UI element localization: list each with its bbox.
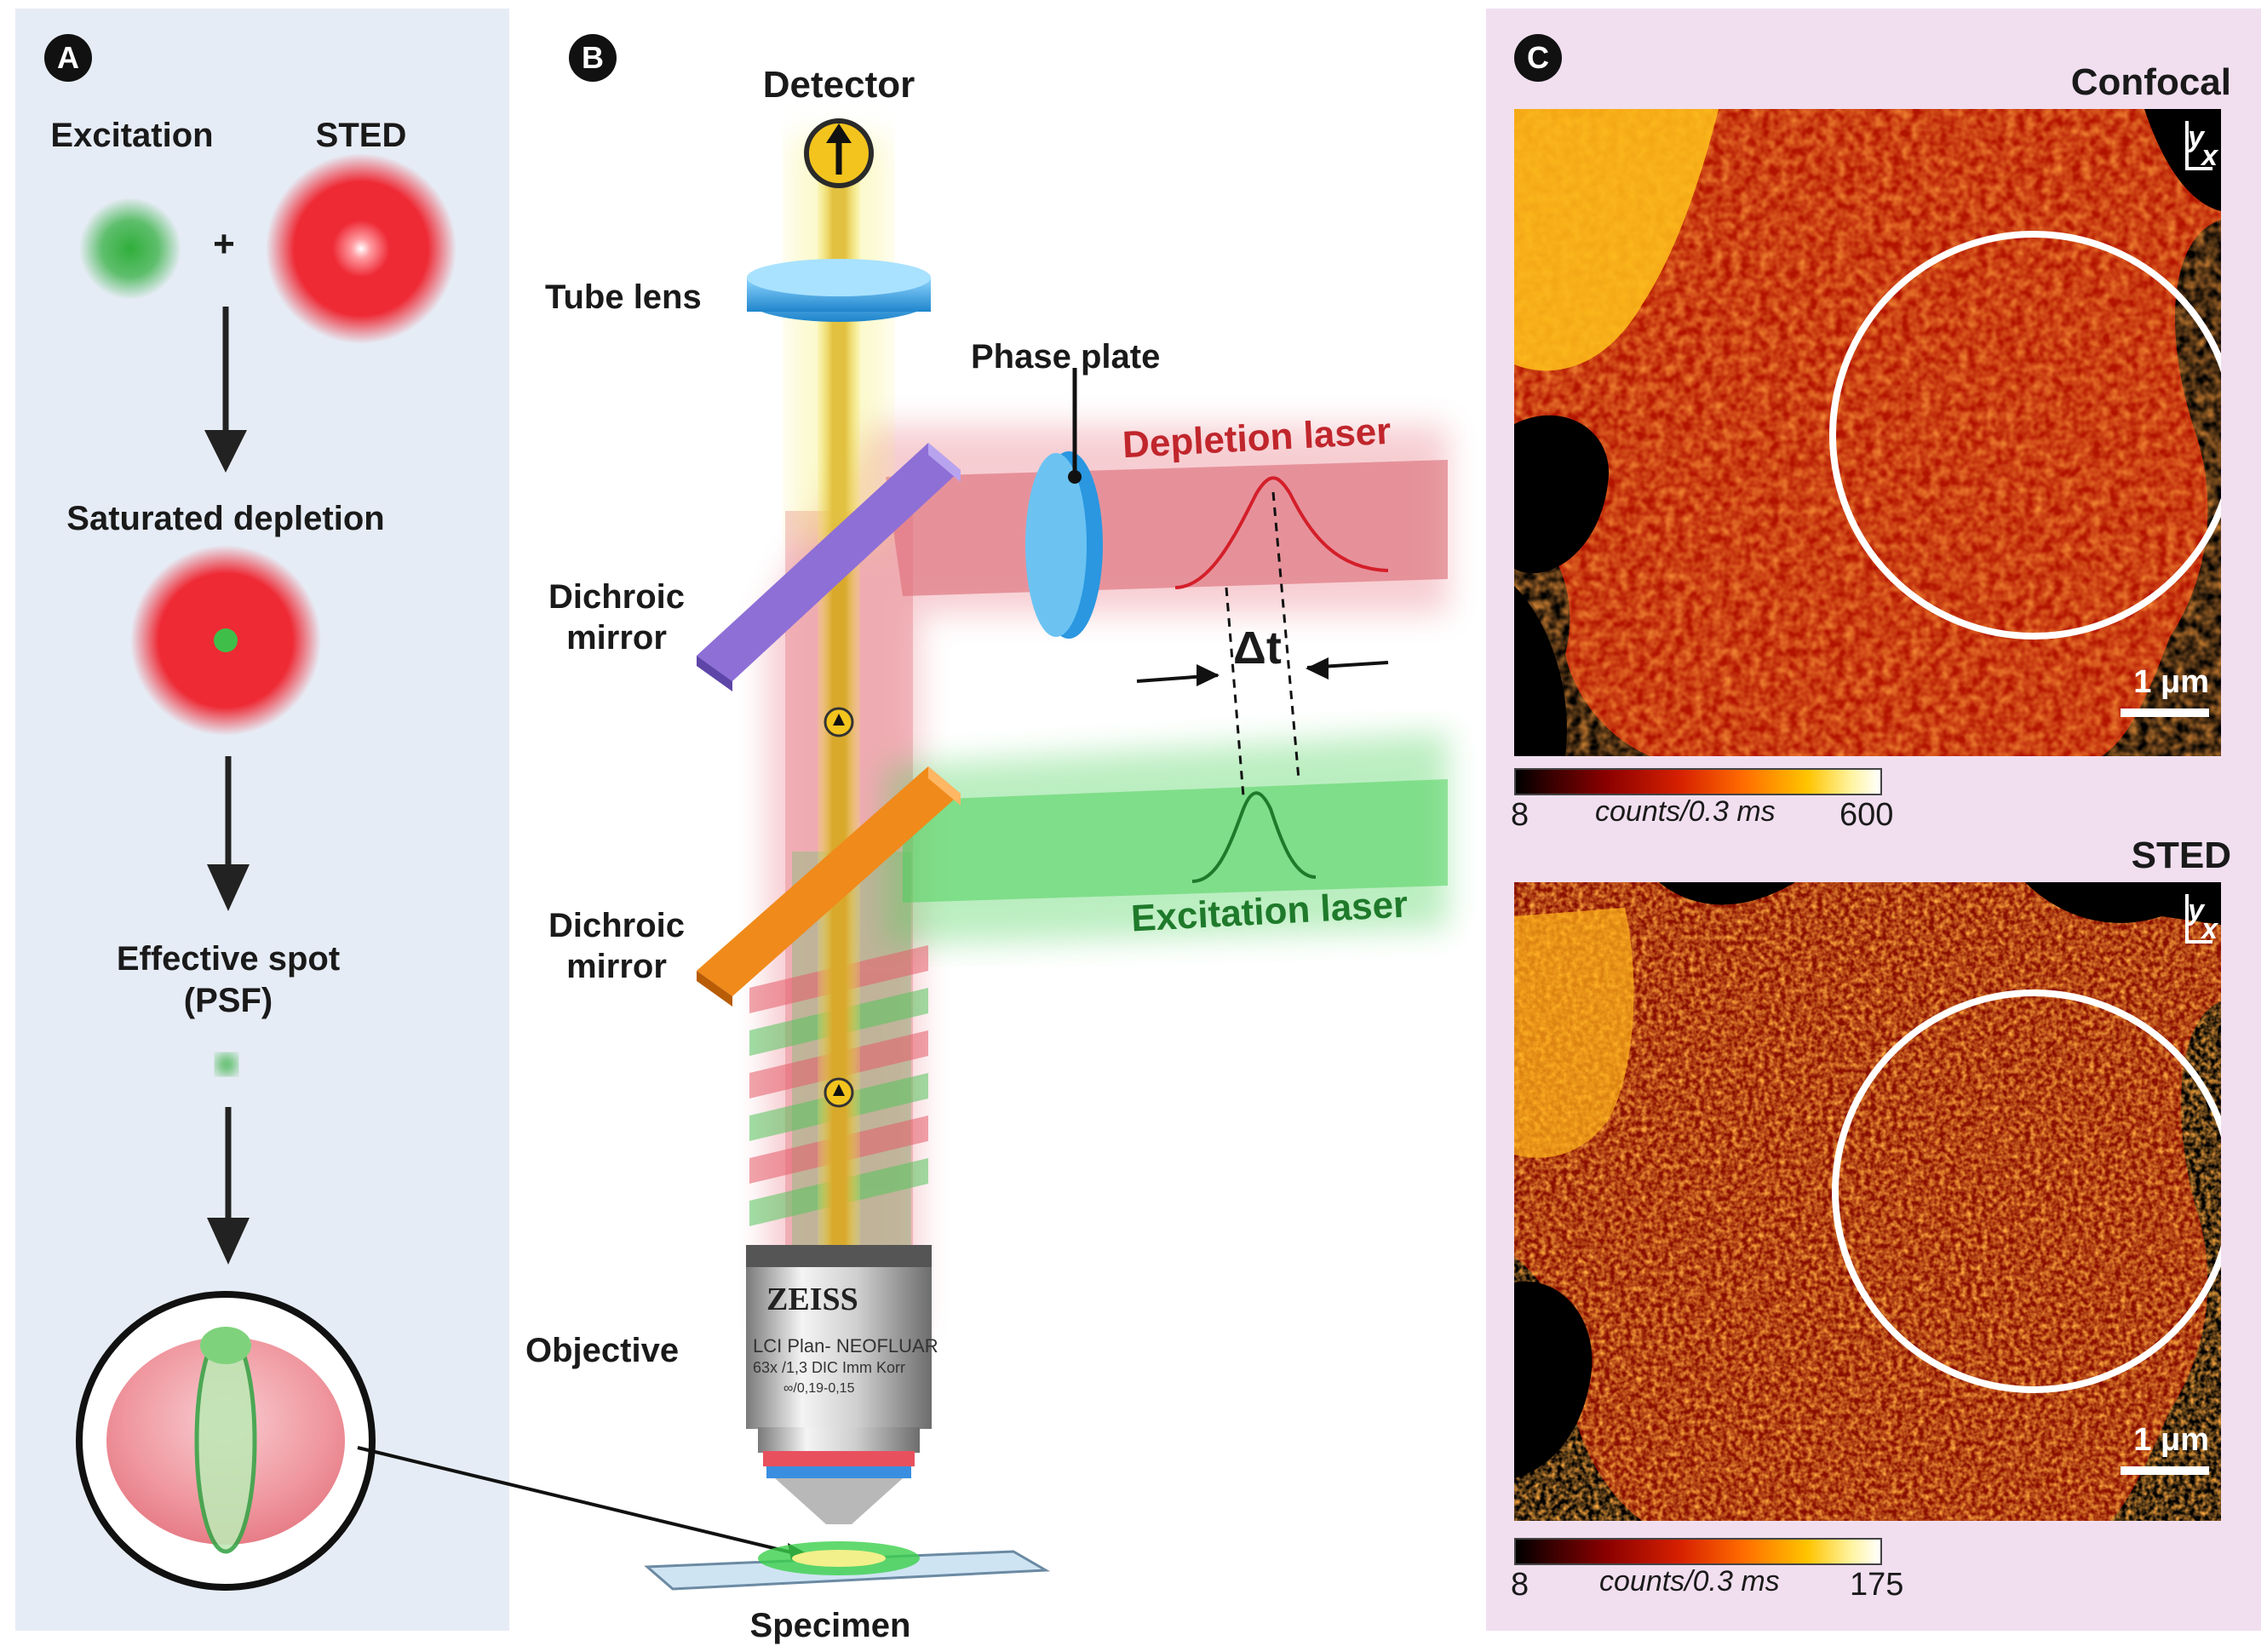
- sted-axis-horizontal: [2185, 940, 2212, 944]
- excitation-beam: [792, 732, 1448, 1294]
- objective-lens: [746, 1245, 932, 1524]
- sted-scale-label: 1 μm: [2133, 1422, 2209, 1458]
- dichroic-mirror-1-label-line1: Dichroic: [548, 578, 686, 616]
- excitation-label: Excitation: [50, 117, 214, 154]
- depletion-pulse: [1174, 476, 1389, 589]
- magnifier-pointer: [357, 1446, 817, 1560]
- arrow-a2: [207, 756, 250, 911]
- confocal-roi-circle: [1829, 231, 2221, 640]
- confocal-scale-label: 1 μm: [2133, 664, 2209, 700]
- confocal-axis-x: x: [2201, 140, 2218, 172]
- sted-donut: [266, 153, 456, 344]
- saturated-depletion-label: Saturated depletion: [66, 500, 385, 537]
- specimen-label: Specimen: [749, 1607, 911, 1644]
- excitation-spot: [79, 198, 181, 300]
- objective-line1: LCI Plan- NEOFLUAR: [753, 1335, 938, 1357]
- sted-image-render: [1514, 882, 2221, 1521]
- sted-roi-circle: [1832, 989, 2221, 1393]
- confocal-colorbar: [1514, 768, 1882, 795]
- panel-b-badge: B: [569, 34, 617, 82]
- sted-image: y x 1 μm: [1514, 882, 2221, 1521]
- objective-line2: 63x /1,3 DIC Imm Korr: [753, 1359, 906, 1376]
- delta-t-arrows: [1136, 657, 1389, 686]
- photon-marker-1: [824, 707, 854, 737]
- dichroic-mirror-2: [697, 766, 961, 1007]
- confocal-cbar-min: 8: [1511, 797, 1530, 833]
- tube-lens: [747, 259, 931, 322]
- confocal-axis-y: y: [2188, 121, 2204, 153]
- confocal-axis-horizontal: [2185, 167, 2212, 170]
- sted-label: STED: [315, 117, 407, 154]
- specimen-slide: [644, 1541, 1051, 1591]
- confocal-image-render: [1514, 109, 2221, 756]
- sted-axis-y: y: [2188, 894, 2204, 926]
- sted-cbar-max: 175: [1850, 1567, 1904, 1603]
- arrow-a1: [204, 307, 247, 473]
- plus-sign: +: [213, 223, 235, 265]
- effective-spot-label: Effective spot: [116, 940, 341, 978]
- sted-axis-x: x: [2201, 913, 2218, 945]
- sted-scale-bar: [2121, 1466, 2209, 1475]
- photon-marker-2: [824, 1077, 854, 1108]
- confocal-image: y x 1 μm: [1514, 109, 2221, 756]
- confocal-axis-vertical: [2185, 121, 2189, 170]
- panel-c-badge: C: [1514, 34, 1562, 82]
- detector-icon: [804, 118, 874, 188]
- dichroic-mirror-1-label-line2: mirror: [566, 619, 667, 657]
- confocal-cbar-unit: counts/0.3 ms: [1595, 795, 1776, 828]
- confocal-scale-bar: [2121, 708, 2209, 717]
- tube-lens-label: Tube lens: [545, 278, 702, 316]
- delta-t-label: Δt: [1233, 622, 1282, 674]
- dichroic-mirror-2-label-line1: Dichroic: [548, 907, 686, 944]
- saturated-center: [214, 628, 238, 652]
- sted-axis-vertical: [2185, 894, 2189, 944]
- confocal-cbar-max: 600: [1839, 797, 1894, 833]
- sted-cbar-min: 8: [1511, 1567, 1530, 1603]
- confocal-title: Confocal: [2070, 61, 2231, 103]
- psf-3d-magnifier: [76, 1291, 376, 1591]
- excitation-peak-guide: [1225, 587, 1245, 797]
- phase-plate-label: Phase plate: [971, 338, 1161, 376]
- arrow-a3: [207, 1107, 250, 1265]
- psf-label: (PSF): [183, 982, 273, 1019]
- panel-a-badge: A: [44, 34, 92, 82]
- sted-colorbar: [1514, 1538, 1882, 1565]
- objective-label: Objective: [525, 1332, 680, 1369]
- sted-title: STED: [2131, 835, 2231, 876]
- effective-psf-dot: [216, 1054, 237, 1075]
- dichroic-mirror-1: [697, 443, 961, 691]
- objective-line3: ∞/0,19-0,15: [783, 1381, 855, 1396]
- detector-label: Detector: [762, 64, 915, 106]
- sted-cbar-unit: counts/0.3 ms: [1599, 1565, 1780, 1598]
- depletion-peak-guide: [1271, 491, 1300, 780]
- detection-glow: [792, 136, 886, 545]
- dichroic-mirror-2-label-line2: mirror: [566, 948, 667, 985]
- phase-plate: [1025, 368, 1103, 639]
- excitation-pulse: [1191, 791, 1317, 883]
- objective-brand: ZEISS: [766, 1282, 858, 1317]
